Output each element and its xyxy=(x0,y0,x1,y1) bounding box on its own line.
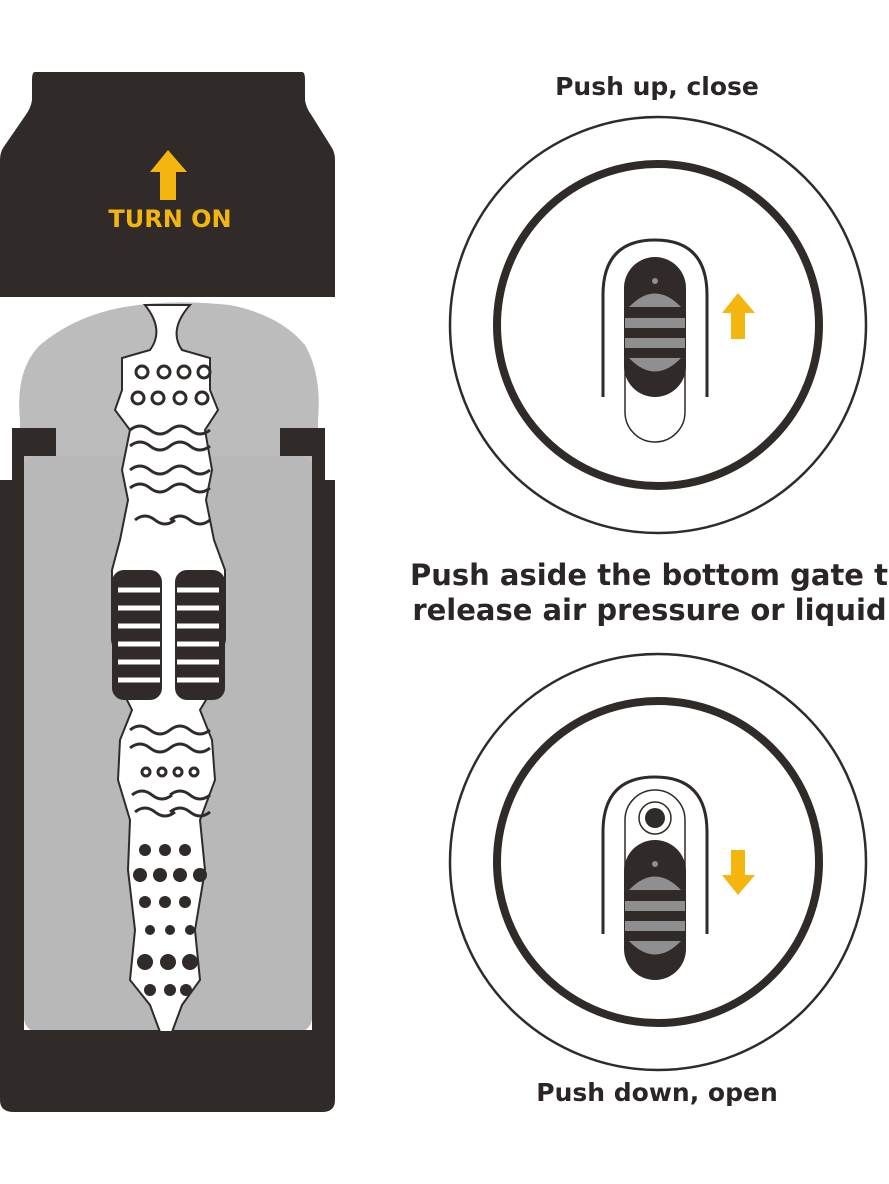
instruction-text: Push aside the bottom gate to release ai… xyxy=(410,558,889,628)
arrow-up-icon xyxy=(150,150,187,200)
turn-on-label: TURN ON xyxy=(108,205,232,233)
instruction-line-2: release air pressure or liquid. xyxy=(412,593,889,627)
push-up-caption: Push up, close xyxy=(555,72,759,101)
gate-closed-diagram xyxy=(448,115,868,535)
arrow-up-icon xyxy=(722,293,755,339)
instruction-line-1: Push aside the bottom gate to xyxy=(410,558,889,592)
arrow-down-icon xyxy=(722,850,755,895)
gate-open-diagram xyxy=(448,652,868,1072)
inner-channel xyxy=(111,304,226,1033)
push-down-caption: Push down, open xyxy=(536,1078,778,1107)
